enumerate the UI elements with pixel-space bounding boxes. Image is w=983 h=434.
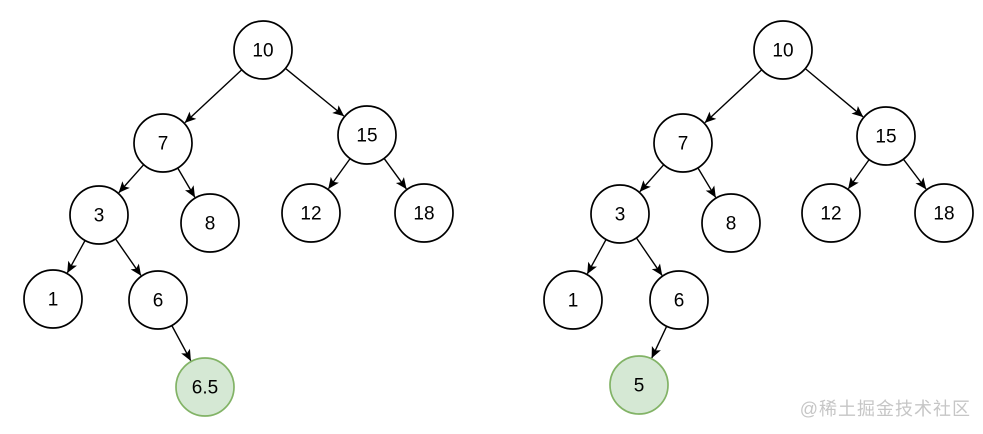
left-tree-insert-6-5-node-15 (337, 105, 397, 165)
right-tree-insert-5-node-label-5: 5 (634, 376, 645, 397)
right-tree-insert-5-edge-15-12 (847, 159, 870, 190)
right-tree-insert-5-edge-15-18 (902, 158, 927, 190)
right-tree-insert-5-node-label-18: 18 (933, 204, 954, 225)
left-tree-insert-6-5-edge-10-15 (285, 67, 345, 117)
right-tree-insert-5-node-6 (649, 270, 709, 330)
left-tree-insert-6-5-node-7 (133, 113, 193, 173)
right-tree-insert-5-node-12 (801, 183, 861, 243)
right-tree-insert-5-node-1 (543, 270, 603, 330)
left-tree-insert-6-5-edge-7-8 (177, 167, 196, 198)
left-tree-insert-6-5-node-label-18: 18 (413, 204, 434, 225)
left-tree-insert-6-5-node-3 (69, 185, 129, 245)
left-tree-insert-6-5-node-8 (180, 193, 240, 253)
left-tree-insert-6-5-node-18 (394, 183, 454, 243)
right-tree-insert-5-node-18 (914, 183, 974, 243)
left-tree-insert-6-5-node-12 (281, 183, 341, 243)
left-tree-insert-6-5-node-label-15: 15 (356, 126, 377, 147)
right-tree-insert-5-node-3 (590, 184, 650, 244)
right-tree-insert-5-edge-6-5 (651, 325, 668, 359)
right-tree-insert-5-node-label-10: 10 (772, 41, 793, 62)
left-tree-insert-6-5-edge-6-6.5 (171, 325, 192, 361)
right-tree-insert-5-node-label-8: 8 (726, 214, 737, 235)
right-tree-insert-5-node-label-12: 12 (820, 204, 841, 225)
left-tree-insert-6-5-node-6 (128, 270, 188, 330)
right-tree-insert-5-edge-3-6 (635, 237, 663, 276)
right-tree-insert-5-node-label-7: 7 (678, 134, 689, 155)
right-tree-insert-5-edge-3-1 (586, 239, 607, 275)
left-tree-insert-6-5-edge-15-18 (383, 157, 407, 190)
left-tree-insert-6-5-node-1 (23, 269, 83, 329)
left-tree-insert-6-5-node-label-7: 7 (158, 134, 169, 155)
left-tree-insert-6-5-edge-10-7 (184, 69, 243, 124)
right-tree-insert-5-node-10 (753, 20, 813, 80)
left-tree-insert-6-5-node-label-6: 6 (153, 291, 164, 312)
right-tree-insert-5-node-7 (653, 113, 713, 173)
left-tree-insert-6-5-edge-3-6 (114, 238, 142, 276)
right-tree-insert-5-edge-7-8 (697, 167, 717, 198)
right-tree-insert-5-node-15 (856, 106, 916, 166)
left-tree-insert-6-5-node-label-6.5: 6.5 (192, 378, 218, 399)
left-tree-insert-6-5-node-label-10: 10 (252, 41, 273, 62)
left-tree-insert-6-5-node-label-3: 3 (94, 206, 105, 227)
left-tree-insert-6-5-node-label-8: 8 (205, 214, 216, 235)
right-tree-insert-5-edge-10-15 (804, 68, 864, 118)
right-tree-insert-5-edge-7-3 (639, 164, 665, 193)
right-tree-insert-5-edge-10-7 (704, 69, 763, 124)
right-tree-insert-5-node-label-3: 3 (615, 205, 626, 226)
left-tree-insert-6-5-node-10 (233, 20, 293, 80)
right-tree-insert-5-node-5 (609, 355, 669, 415)
right-tree-insert-5-node-label-1: 1 (568, 291, 579, 312)
right-tree-insert-5-node-8 (701, 193, 761, 253)
left-tree-insert-6-5-edge-7-3 (118, 164, 145, 194)
right-tree-insert-5-node-label-15: 15 (875, 127, 896, 148)
left-tree-insert-6-5-node-6.5 (175, 357, 235, 417)
left-tree-insert-6-5-node-label-12: 12 (300, 204, 321, 225)
left-tree-insert-6-5-edge-15-12 (327, 158, 351, 190)
right-tree-insert-5-node-label-6: 6 (674, 291, 685, 312)
watermark: @稀土掘金技术社区 (799, 399, 971, 419)
left-tree-insert-6-5-node-label-1: 1 (48, 290, 59, 311)
left-tree-insert-6-5-edge-3-1 (66, 240, 86, 274)
